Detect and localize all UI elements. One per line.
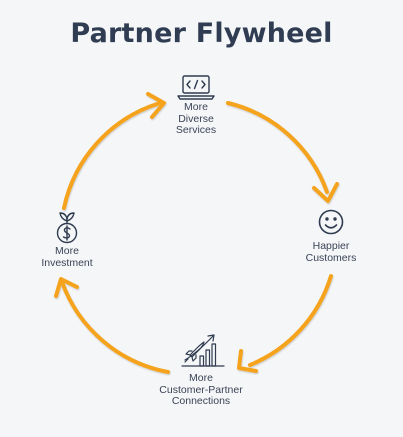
arrow-top-to-right [226,101,339,203]
label-line: More [55,245,79,257]
node-label-more-diverse-services: More Diverse Services [161,101,231,137]
label-line: Customer-Partner [159,383,243,396]
label-line: Services [175,124,217,136]
arrow-right-to-bottom [237,274,333,373]
money-plant-icon [56,212,78,244]
node-label-more-customer-partner-connections: More Customer-Partner Connections [146,372,256,408]
arrow-left-to-top [62,92,166,210]
node-label-happier-customers: Happier Customers [296,240,366,264]
page-title: Partner Flywheel [70,18,333,49]
node-label-more-investment: More Investment [30,245,104,269]
label-line: Diverse [178,112,214,125]
label-line: Investment [41,256,93,269]
laptop-code-icon [177,75,215,100]
label-line: More [189,372,213,384]
label-line: Customers [305,251,357,264]
label-line: More [184,101,208,113]
rocket-growth-chart-icon [181,334,225,367]
label-line: Connections [171,395,231,407]
smiley-face-icon [318,209,344,235]
label-line: Happier [312,240,350,252]
arrow-bottom-to-left [54,277,170,374]
